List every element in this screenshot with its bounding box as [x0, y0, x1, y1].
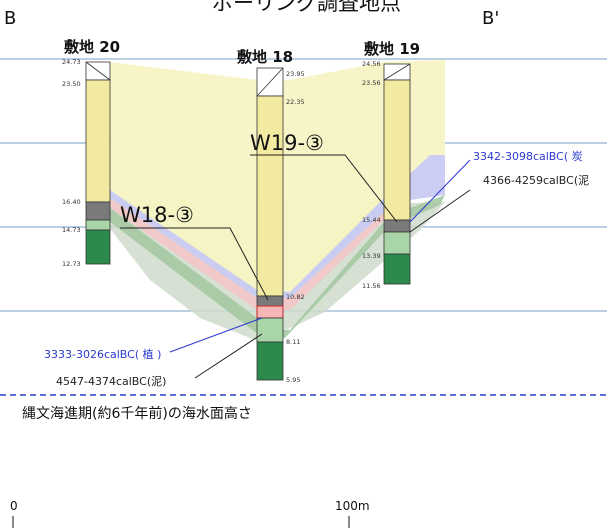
leader-date-1: [409, 159, 471, 223]
column-20-light-green: [85, 219, 111, 231]
elev-19-4: 11.56: [362, 282, 381, 290]
elev-20-2: 16.40: [62, 198, 81, 206]
column-18-fill: [256, 95, 284, 297]
leader-w19: [250, 154, 398, 223]
column-19-fill: [383, 79, 411, 221]
column-20-green: [85, 229, 111, 265]
column-20-fill: [85, 79, 111, 203]
elev-20-4: 12.73: [62, 260, 81, 268]
column-19-top-diagonal: [383, 63, 411, 81]
column-18-dark: [256, 295, 284, 307]
pink-band-layer: [86, 198, 410, 310]
leader-date-4: [194, 333, 263, 379]
date-label-3: 3333-3026calBC( 植 ): [44, 347, 161, 361]
map-title: ボーリング調査地点: [212, 0, 401, 15]
elev-18-1: 22.35: [286, 98, 305, 106]
elev-18-2: 10.82: [286, 293, 305, 301]
leader-date-3: [169, 317, 263, 353]
elev-20-0: 24.73: [62, 58, 81, 66]
column-20-top-diagonal: [85, 61, 111, 81]
borehole-name-20: 敷地 20: [64, 38, 120, 56]
elev-19-3: 13.39: [362, 252, 381, 260]
borehole-column-20: [85, 61, 111, 265]
borehole-column-18: [256, 67, 284, 381]
scale-start-label: 0: [10, 499, 18, 513]
column-18-light-green: [256, 317, 284, 343]
column-18-pink: [256, 305, 284, 319]
elev-18-3: 8.11: [286, 338, 300, 346]
blue-band-layer: [86, 155, 445, 298]
leader-date-2: [409, 189, 471, 233]
section-right-label: B': [482, 8, 499, 29]
column-18-top-diagonal: [256, 67, 284, 97]
leader-lines: [120, 154, 471, 379]
elev-18-0: 23.95: [286, 70, 305, 78]
sample-label-w18: W18-③: [120, 203, 194, 227]
column-18-green: [256, 341, 284, 381]
sea-level-caption: 縄文海進期(約6千年前)の海水面高さ: [22, 405, 252, 422]
leader-w18: [120, 227, 269, 301]
elev-20-1: 23.50: [62, 80, 81, 88]
elev-19-1: 23.56: [362, 79, 381, 87]
borehole-name-18: 敷地 18: [237, 48, 293, 66]
column-20-dark: [85, 201, 111, 221]
column-19-green: [383, 253, 411, 285]
elev-19-0: 24.56: [362, 60, 381, 68]
sample-label-w19: W19-③: [250, 131, 324, 155]
elev-19-2: 15.44: [362, 216, 381, 224]
scale-end-label: 100m: [335, 499, 370, 513]
elev-18-4: 5.95: [286, 376, 300, 384]
elev-20-3: 14.73: [62, 226, 81, 234]
date-label-4: 4547-4374calBC(泥): [56, 375, 166, 388]
borehole-name-19: 敷地 19: [364, 40, 420, 58]
date-label-2: 4366-4259calBC(泥: [483, 174, 589, 187]
section-left-label: B: [4, 8, 16, 29]
column-19-light-green: [383, 231, 411, 255]
borehole-column-19: [383, 63, 411, 285]
date-label-1: 3342-3098calBC( 炭: [473, 150, 583, 163]
